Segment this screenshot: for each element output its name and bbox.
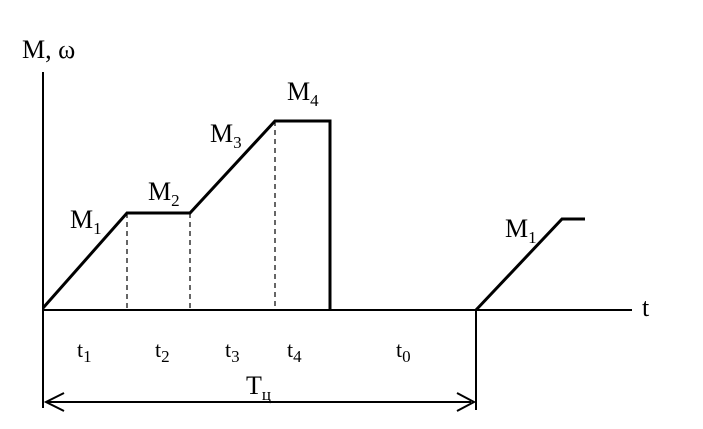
interval-label-t1: t1 — [77, 337, 92, 366]
interval-label-t4: t4 — [287, 337, 302, 366]
y-axis-label: M, ω — [22, 35, 75, 64]
torque-label-m4: M4 — [287, 77, 319, 110]
interval-label-t3: t3 — [225, 337, 240, 366]
torque-label-m3: M3 — [210, 119, 242, 152]
cycle-arrow-left-head — [43, 392, 65, 412]
torque-label-m1: M1 — [70, 205, 102, 238]
interval-label-t0: t0 — [396, 337, 411, 366]
cycle-period-label: Tц — [246, 371, 271, 404]
load-curve — [41, 119, 332, 310]
torque-label-m2: M2 — [148, 177, 180, 210]
load-curve-next-cycle — [474, 217, 585, 312]
x-axis-label: t — [642, 293, 650, 322]
cycle-arrow-right-head — [456, 392, 477, 412]
torque-label-m1-next: M1 — [505, 214, 537, 247]
interval-label-t2: t2 — [155, 337, 170, 366]
